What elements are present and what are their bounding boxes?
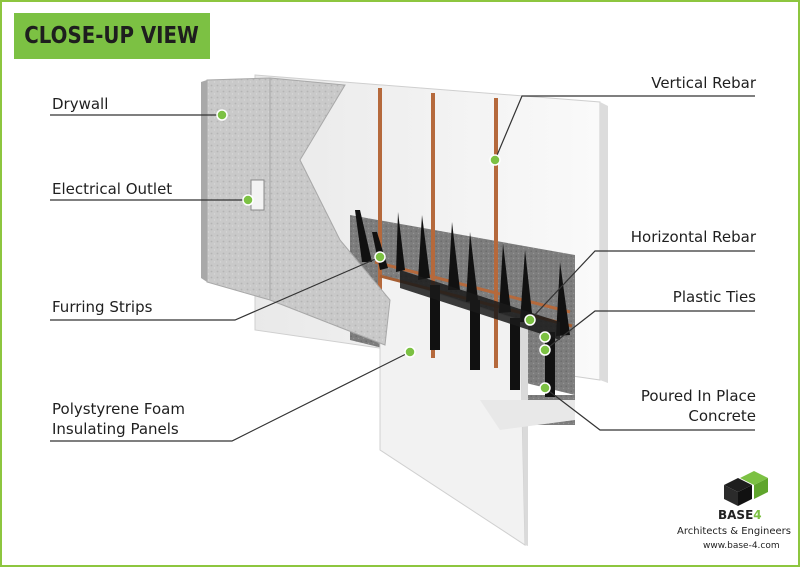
plastic-tie-lower [430, 285, 440, 350]
logo-name: BASE [718, 508, 754, 522]
leader-concrete [544, 387, 755, 431]
logo-wordmark: BASE4 [718, 508, 762, 522]
marker-foam [404, 346, 416, 358]
leader-plastic-ties [544, 310, 755, 351]
label-vertical-rebar: Vertical Rebar [651, 74, 756, 92]
marker-furring-strips [374, 251, 386, 263]
plastic-tie-lower [510, 318, 520, 390]
plastic-tie [355, 210, 372, 262]
electrical-outlet-box [250, 179, 265, 211]
vertical-rebar-bar [494, 98, 498, 368]
marker-plastic-ties-2 [539, 344, 551, 356]
title-banner: CLOSE-UP VIEW [14, 13, 210, 59]
label-concrete-line2: Concrete [688, 407, 756, 425]
vertical-rebar-bar [431, 93, 435, 358]
marker-dots [216, 109, 551, 394]
marker-concrete [539, 382, 551, 394]
plastic-tie [448, 222, 460, 290]
plastic-tie [396, 212, 405, 272]
label-concrete-line1: Poured In Place [640, 387, 756, 405]
plastic-tie-lower [470, 300, 480, 370]
marker-vertical-rebar [489, 154, 501, 166]
plastic-ties-group [355, 210, 570, 397]
marker-plastic-ties-1 [539, 331, 551, 343]
marker-drywall [216, 109, 228, 121]
label-foam-line1: Polystyrene Foam [52, 400, 185, 418]
label-furring-strips: Furring Strips [52, 298, 153, 316]
leader-vertical-rebar [494, 95, 755, 161]
plastic-tie [499, 243, 511, 313]
leader-foam [50, 351, 411, 442]
label-electrical-outlet: Electrical Outlet [52, 180, 173, 198]
base4-logo-mark [724, 471, 768, 506]
logo-number: 4 [753, 508, 762, 522]
label-horizontal-rebar: Horizontal Rebar [630, 228, 756, 246]
leader-furring-strips [50, 256, 381, 321]
marker-electrical-outlet [242, 194, 254, 206]
leader-horizontal-rebar [529, 250, 755, 321]
vertical-rebar-group [378, 88, 498, 368]
plastic-tie [466, 232, 478, 302]
marker-horizontal-rebar [524, 314, 536, 326]
label-plastic-ties: Plastic Ties [672, 288, 756, 306]
plastic-tie-lower [545, 332, 555, 397]
plastic-tie [418, 215, 430, 280]
plastic-tie [520, 250, 533, 322]
label-drywall: Drywall [52, 95, 109, 113]
label-foam-line2: Insulating Panels [52, 420, 179, 438]
plastic-tie-web [400, 270, 560, 340]
plastic-tie [556, 262, 570, 336]
vertical-rebar-bar [378, 88, 382, 328]
logo-website: www.base-4.com [703, 541, 780, 551]
drywall-panel [201, 77, 391, 346]
page-title: CLOSE-UP VIEW [24, 23, 200, 49]
logo-tagline: Architects & Engineers [677, 526, 791, 537]
